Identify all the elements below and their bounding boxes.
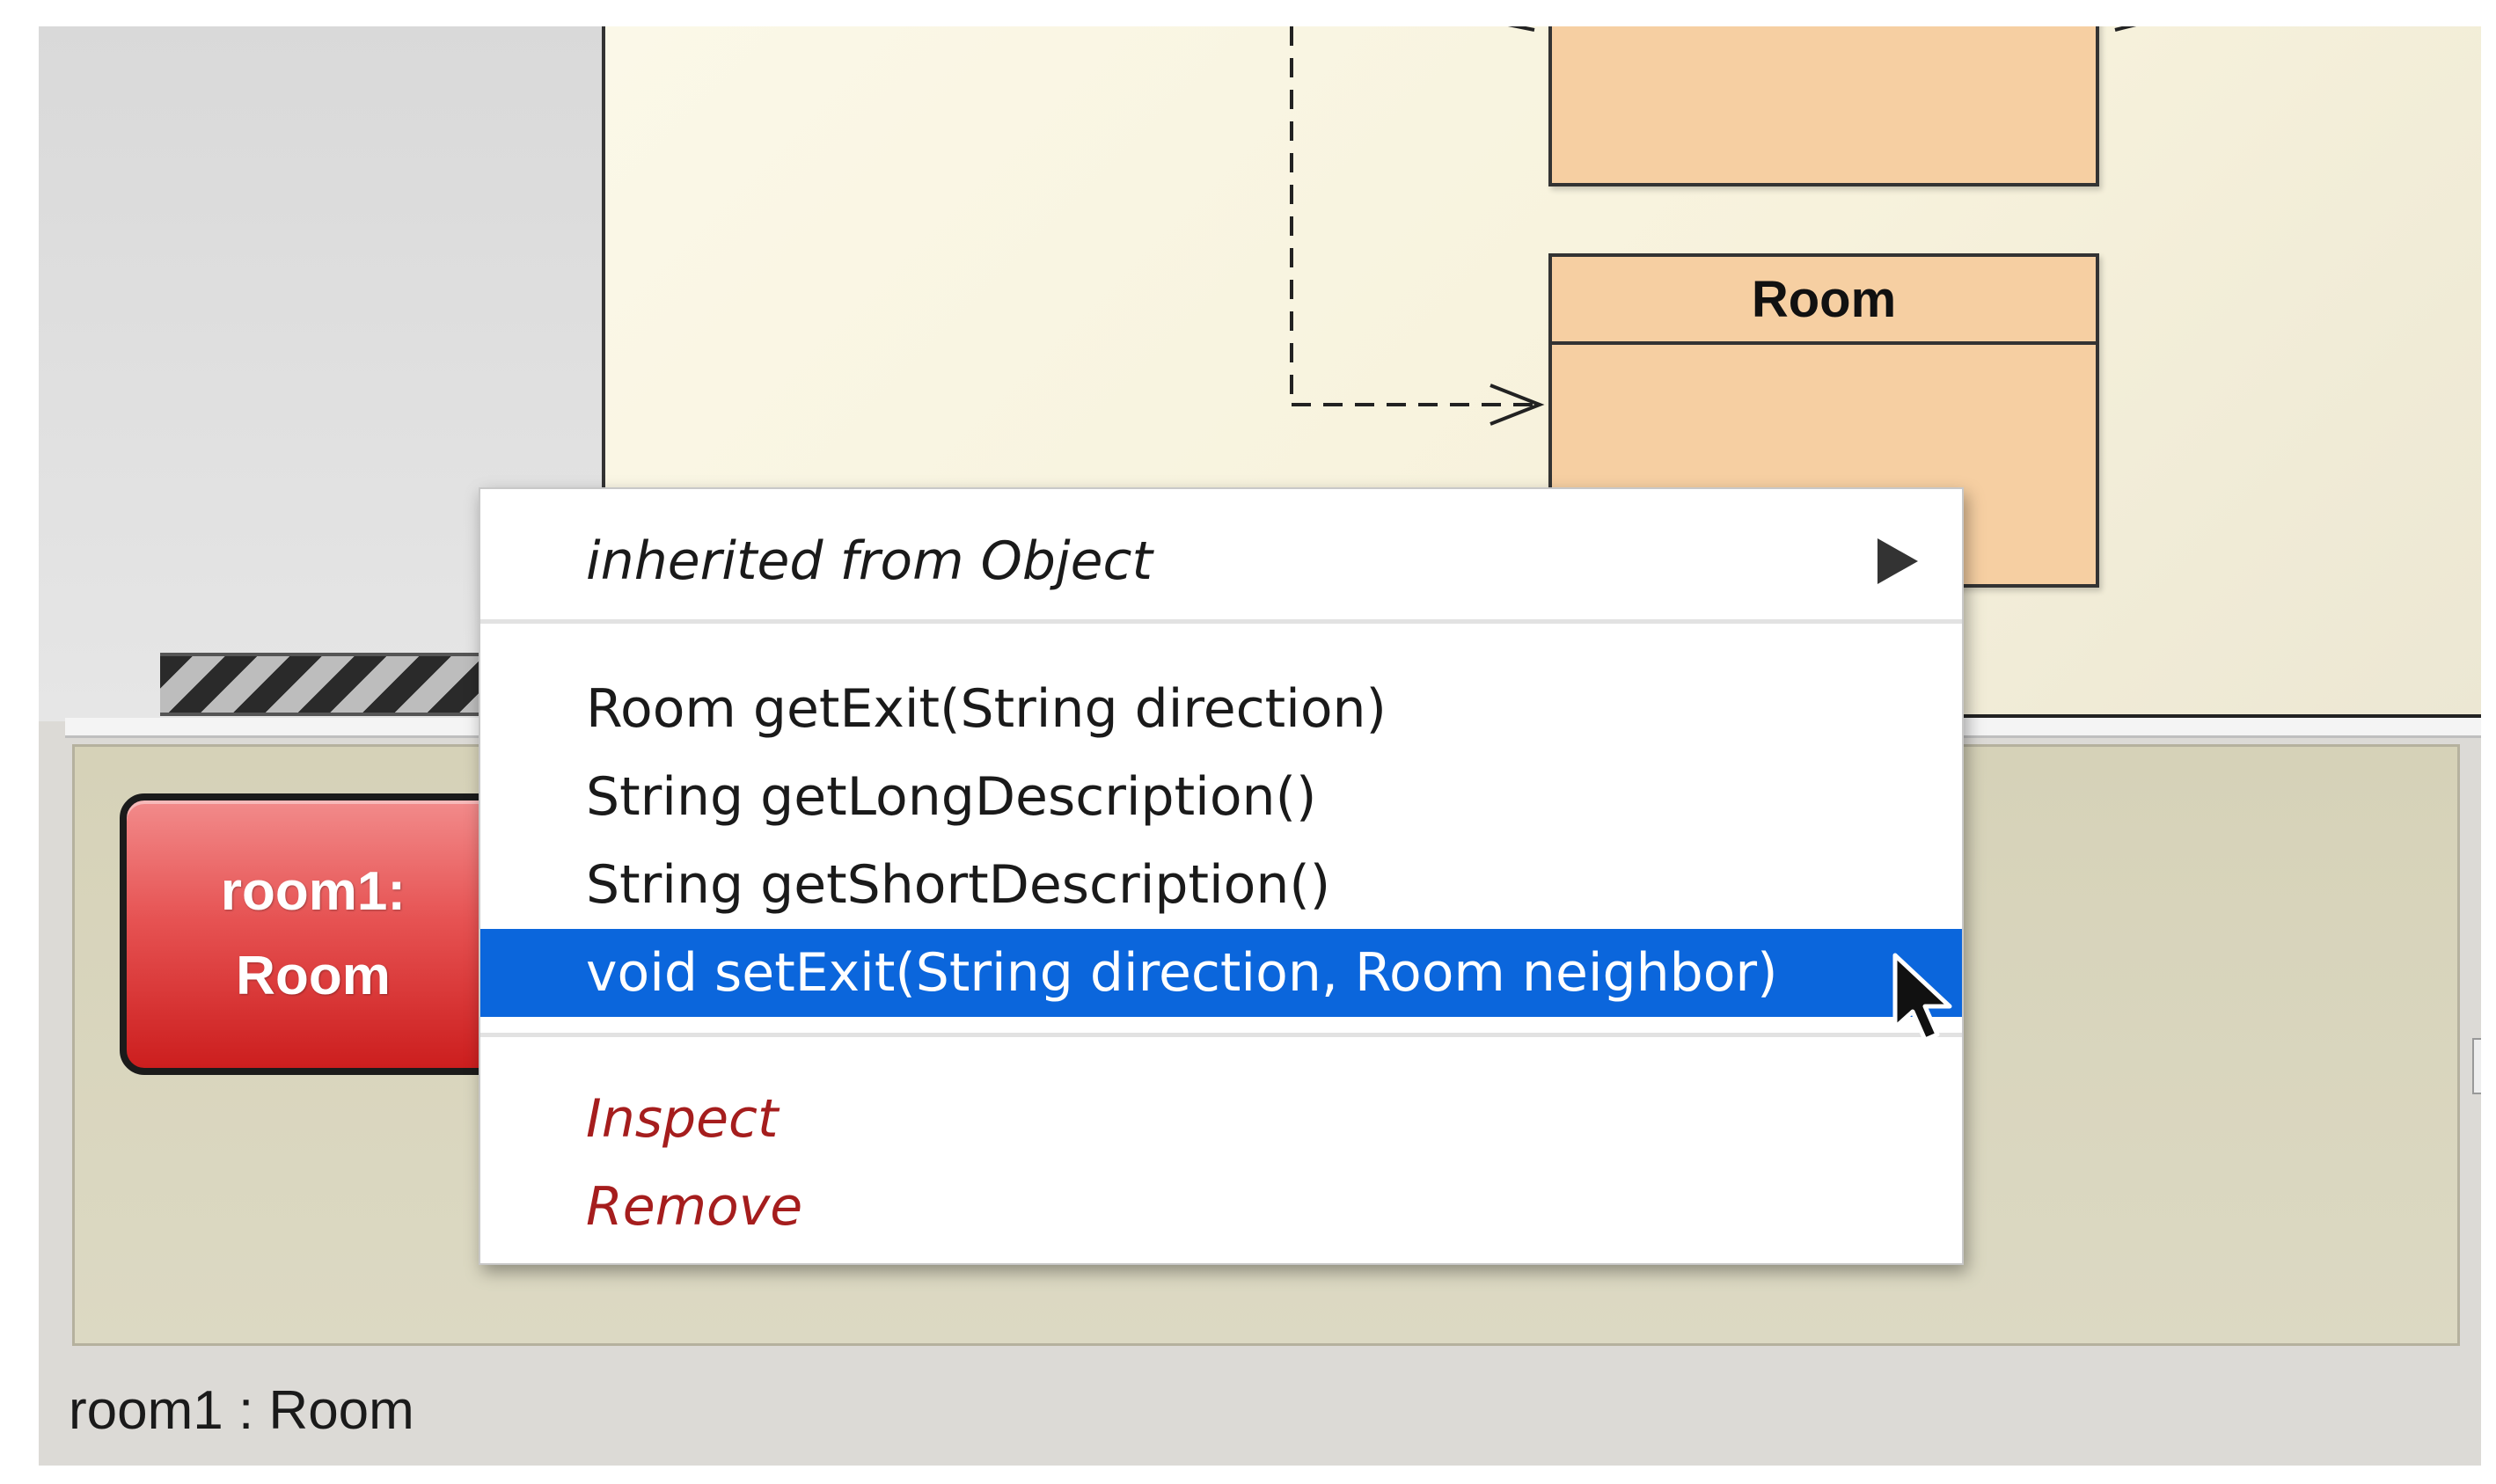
menu-item-label: inherited from Object <box>586 530 1153 592</box>
submenu-arrow-icon <box>1877 538 1918 584</box>
menu-item-setexit-selected[interactable]: void setExit(String direction, Room neig… <box>480 929 1962 1017</box>
uml-class-name-room: Room <box>1552 257 2096 345</box>
status-bar-text: room1 : Room <box>69 1380 414 1441</box>
object-context-menu[interactable]: inherited from Object Room getExit(Strin… <box>479 487 1964 1265</box>
uml-class-box-top[interactable] <box>1548 26 2099 186</box>
menu-item-getlongdescription[interactable]: String getLongDescription() <box>586 766 1317 828</box>
menu-item-inspect[interactable]: Inspect <box>586 1088 779 1150</box>
mouse-pointer-icon <box>1892 953 1952 1042</box>
menu-separator <box>480 619 1962 624</box>
object-name: room1: <box>220 861 406 922</box>
object-instance-room1[interactable]: room1: Room <box>120 793 542 1075</box>
object-type: Room <box>236 946 391 1006</box>
menu-separator <box>480 1033 1962 1037</box>
menu-item-inherited-from-object[interactable]: inherited from Object <box>480 517 1962 605</box>
bench-scroll-edge <box>2472 1038 2481 1094</box>
menu-item-getshortdescription[interactable]: String getShortDescription() <box>586 854 1331 916</box>
menu-item-getexit[interactable]: Room getExit(String direction) <box>586 678 1387 740</box>
menu-item-remove[interactable]: Remove <box>586 1176 803 1238</box>
